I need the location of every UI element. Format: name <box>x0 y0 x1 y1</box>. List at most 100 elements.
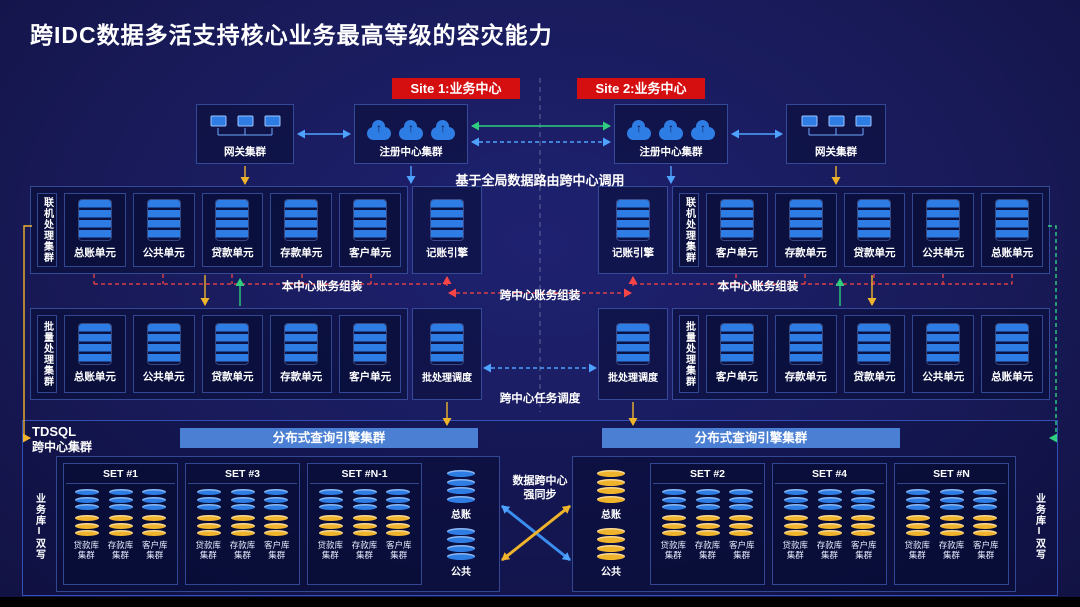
database-icon <box>972 489 997 510</box>
online-left-side-label: 联机处理集群 <box>37 193 57 267</box>
batch-cluster-left: 批量处理集群 总账单元 公共单元 贷款单元 存款单元 客户单元 <box>30 308 408 400</box>
set-title: SET #2 <box>653 466 762 484</box>
registry-cluster-right: 注册中心集群 <box>614 104 728 164</box>
shared-db-label: 总账 <box>451 509 471 521</box>
server-icon <box>789 200 822 240</box>
shared-db-label: 公共 <box>451 567 471 578</box>
registry-cluster-label: 注册中心集群 <box>379 146 443 158</box>
database-icon <box>197 515 222 536</box>
unit-label: 客户单元 <box>715 247 758 259</box>
db-cluster-label: 贷款库集群 <box>73 540 99 561</box>
database-icon <box>817 515 842 536</box>
database-icon <box>263 489 288 510</box>
standby-db-row <box>653 515 762 536</box>
set-box-1: SET #1 贷款库集群 存款库集群 客户库集群 <box>63 463 178 585</box>
online-right-unit-1: 客户单元 <box>706 193 768 267</box>
db-cluster-labels: 贷款库集群 存款库集群 客户库集群 <box>188 540 297 560</box>
set-box-n: SET #N 贷款库集群 存款库集群 客户库集群 <box>894 463 1009 585</box>
db-cluster-label: 贷款库集群 <box>904 540 930 561</box>
set-box-n1: SET #N-1 贷款库集群 存款库集群 客户库集群 <box>307 463 422 585</box>
server-icon <box>354 200 387 240</box>
tdsql-name: TDSQL <box>32 424 77 439</box>
online-cluster-right: 联机处理集群 客户单元 存款单元 贷款单元 公共单元 总账单元 <box>672 186 1050 274</box>
server-icon <box>78 200 111 240</box>
unit-label: 总账单元 <box>73 371 116 383</box>
server-icon <box>617 324 649 364</box>
cloud-upload-icon <box>399 120 423 140</box>
master-db-row <box>775 489 884 510</box>
standby-db-row <box>775 515 884 536</box>
db-cluster-label: 客户库集群 <box>728 540 755 561</box>
site-2-banner: Site 2:业务中心 <box>577 78 705 99</box>
unit-label: 公共单元 <box>922 371 965 383</box>
database-icon <box>385 489 410 510</box>
database-icon <box>784 515 809 536</box>
unit-label: 贷款单元 <box>853 371 896 383</box>
server-icon <box>431 324 463 364</box>
unit-label: 贷款单元 <box>853 247 896 259</box>
unit-label: 公共单元 <box>142 371 185 383</box>
assembly-label-right: 本中心账务组装 <box>717 281 799 293</box>
db-cluster-label: 客户库集群 <box>263 540 290 561</box>
unit-label: 公共单元 <box>922 247 965 259</box>
db-cluster-label: 贷款库集群 <box>660 540 686 561</box>
cloud-upload-icons <box>627 114 715 140</box>
db-cluster-label: 贷款库集群 <box>317 540 343 561</box>
batch-right-unit-2: 存款单元 <box>774 315 837 393</box>
set-title: SET #1 <box>66 466 175 484</box>
db-cluster-label: 存款库集群 <box>351 540 378 561</box>
server-icon <box>78 324 111 364</box>
batch-left-unit-1: 总账单元 <box>64 315 126 393</box>
server-icon <box>858 200 891 240</box>
batch-left-unit-5: 客户单元 <box>339 315 401 393</box>
batch-left-side-label: 批量处理集群 <box>37 315 57 393</box>
tdsql-title: TDSQL 跨中心集群 <box>32 424 92 455</box>
batch-left-unit-3: 贷款单元 <box>201 315 264 393</box>
batch-left-unit-2: 公共单元 <box>132 315 195 393</box>
server-icon <box>720 200 753 240</box>
shared-db-ledger: 总账 <box>597 470 625 521</box>
unit-label: 总账单元 <box>991 247 1034 259</box>
online-right-unit-2: 存款单元 <box>774 193 837 267</box>
database-icon <box>850 515 875 536</box>
server-icon <box>354 324 387 364</box>
set-title: SET #3 <box>188 466 297 484</box>
site-1-banner: Site 1:业务中心 <box>392 78 520 99</box>
database-icon <box>319 489 344 510</box>
ledger-engine-right: 记账引擎 <box>598 186 668 274</box>
set-box-4: SET #4 贷款库集群 存款库集群 客户库集群 <box>772 463 887 585</box>
server-icon <box>789 324 822 364</box>
network-nodes-icon <box>801 115 872 136</box>
ledger-engine-left: 记账引擎 <box>412 186 482 274</box>
database-icon <box>230 515 255 536</box>
database-icon <box>662 489 687 510</box>
shared-db-column-right: 总账 公共 <box>579 463 643 585</box>
cloud-upload-icon <box>367 120 391 140</box>
db-cluster-label: 存款库集群 <box>938 540 965 561</box>
online-right-side-label: 联机处理集群 <box>679 193 699 267</box>
db-cluster-label: 贷款库集群 <box>782 540 808 561</box>
server-icon <box>617 200 649 240</box>
query-engine-banner-right: 分布式查询引擎集群 <box>602 428 900 448</box>
batch-right-unit-1: 客户单元 <box>706 315 768 393</box>
unit-label: 存款单元 <box>280 371 323 383</box>
master-db-row <box>653 489 762 510</box>
standby-db-row <box>310 515 419 536</box>
database-icon <box>230 489 255 510</box>
db-cluster-label: 存款库集群 <box>816 540 843 561</box>
set-box-3: SET #3 贷款库集群 存款库集群 客户库集群 <box>185 463 300 585</box>
online-right-unit-3: 贷款单元 <box>843 193 906 267</box>
engine-label: 记账引擎 <box>612 247 654 259</box>
database-icon <box>75 515 100 536</box>
set-title: SET #N-1 <box>310 466 419 484</box>
set-title: SET #N <box>897 466 1006 484</box>
registry-cluster-label: 注册中心集群 <box>639 146 703 158</box>
tdsql-subtitle: 跨中心集群 <box>32 440 93 455</box>
server-icon <box>147 200 180 240</box>
standby-db-row <box>897 515 1006 536</box>
master-db-row <box>66 489 175 510</box>
db-cluster-labels: 贷款库集群 存款库集群 客户库集群 <box>653 540 762 560</box>
database-icon <box>906 489 931 510</box>
server-icon <box>285 200 318 240</box>
server-icon <box>858 324 891 364</box>
